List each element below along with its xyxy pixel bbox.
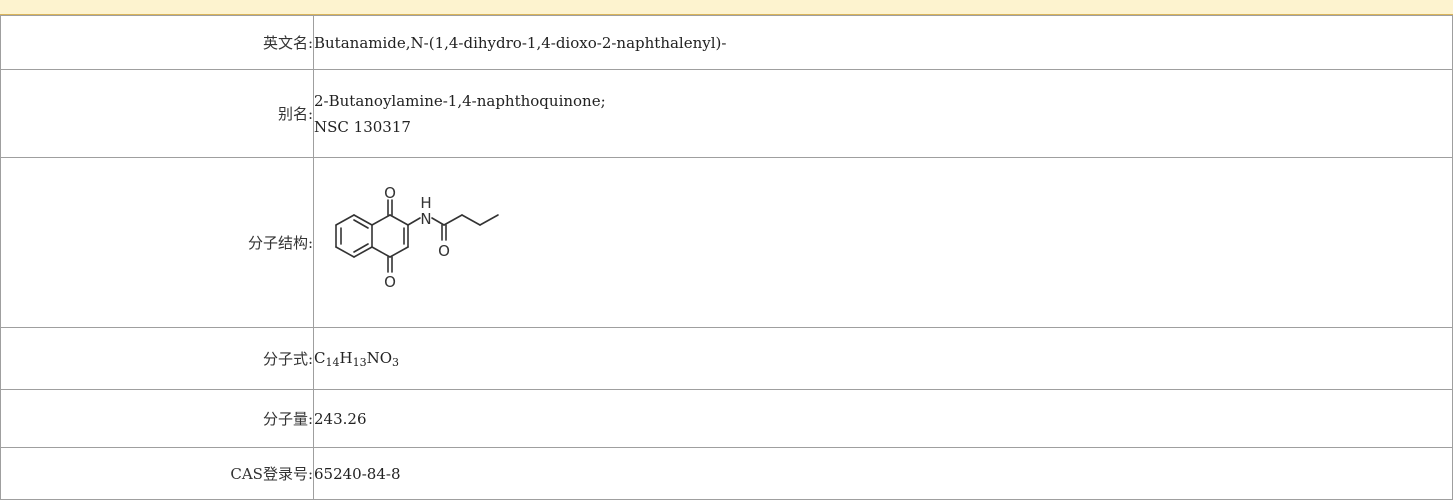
structure-label: 分子结构: (0, 157, 314, 328)
row-mol-weight: 分子量: 243.26 (0, 389, 1453, 448)
formula-element: NO (366, 348, 393, 367)
formula-subscript: 13 (352, 355, 367, 369)
formula-subscript: 3 (392, 355, 400, 369)
row-english-name: 英文名: Butanamide,N-(1,4-dihydro-1,4-dioxo… (0, 15, 1453, 70)
alias-values: 2-Butanoylamine-1,4-naphthoquinone; NSC … (313, 69, 1453, 158)
mol-weight-value: 243.26 (313, 389, 1453, 448)
row-formula: 分子式: C14H13NO3 (0, 327, 1453, 390)
row-alias: 别名: 2-Butanoylamine-1,4-naphthoquinone; … (0, 69, 1453, 158)
hydrogen-atom: H (420, 194, 431, 212)
row-structure: 分子结构: (0, 157, 1453, 328)
oxygen-amide-atom: O (438, 242, 450, 260)
alias-label: 别名: (0, 69, 314, 158)
alias-item: 2-Butanoylamine-1,4-naphthoquinone; (314, 91, 606, 110)
oxygen-top-atom: O (384, 184, 396, 202)
english-name-value: Butanamide,N-(1,4-dihydro-1,4-dioxo-2-na… (313, 15, 1453, 70)
formula-subscript: 14 (325, 355, 340, 369)
alias-item: NSC 130317 (314, 117, 411, 136)
mol-weight-label: 分子量: (0, 389, 314, 448)
cas-label: CAS登录号: (0, 447, 314, 500)
property-table: 英文名: Butanamide,N-(1,4-dihydro-1,4-dioxo… (0, 15, 1453, 500)
header-band (0, 0, 1453, 15)
formula-element: H (339, 348, 353, 367)
formula-label: 分子式: (0, 327, 314, 390)
oxygen-bottom-atom: O (384, 273, 396, 291)
english-name-label: 英文名: (0, 15, 314, 70)
formula-value: C14H13NO3 (313, 327, 1453, 390)
formula-element: C (314, 348, 326, 367)
cas-value: 65240-84-8 (313, 447, 1453, 500)
row-cas: CAS登录号: 65240-84-8 (0, 447, 1453, 500)
structure-cell: O O N H O (313, 157, 1453, 328)
molecule-structure-image: O O N H O (335, 184, 499, 291)
nitrogen-atom: N (420, 210, 431, 228)
